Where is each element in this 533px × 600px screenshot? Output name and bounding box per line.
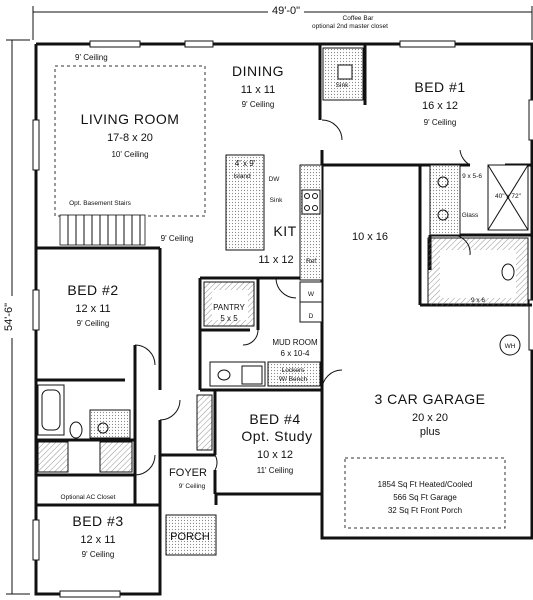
bed1-size: 16 x 12 — [422, 100, 458, 112]
bed2-ceiling: 9' Ceiling — [77, 319, 110, 328]
bed4-alt-name: Opt. Study — [241, 428, 312, 444]
depth-dimension: 54'-6" — [3, 39, 30, 595]
shower-size: 40" x 72" — [495, 193, 522, 200]
garage-name: 3 CAR GARAGE — [374, 391, 485, 407]
coffee-bar-counter — [322, 47, 364, 101]
kit-name: KIT — [273, 223, 296, 239]
porch-name: PORCH — [170, 531, 210, 543]
bed2-name: BED #2 — [67, 282, 118, 298]
kit-size: 11 x 12 — [258, 254, 293, 266]
foyer-ceiling: 9' Ceiling — [179, 483, 206, 490]
stat-porch: 32 Sq Ft Front Porch — [388, 506, 462, 515]
bed4-ceiling: 11' Ceiling — [257, 466, 294, 475]
bench-label: W/ Bench — [279, 376, 308, 383]
hall-vanity — [89, 409, 131, 439]
master-closet-size: 9 x 6 — [471, 297, 485, 304]
range — [301, 189, 321, 215]
porch-area — [165, 514, 217, 556]
master-bath-size: 9 x 5-6 — [462, 173, 482, 180]
living-room-ceiling: 10' Ceiling — [111, 150, 148, 159]
master-toilet-icon — [501, 263, 515, 281]
kitchen-island — [225, 154, 265, 251]
hall-linen-closet — [37, 441, 69, 473]
garage-size: 20 x 20 — [412, 412, 448, 424]
dining-ceiling: 9' Ceiling — [242, 100, 275, 109]
bed4-size: 10 x 12 — [257, 449, 293, 461]
stat-heated: 1854 Sq Ft Heated/Cooled — [378, 480, 473, 489]
wh-label: WH — [505, 343, 516, 350]
door-swings — [134, 119, 471, 476]
pantry-name: PANTRY — [213, 303, 245, 312]
opt-closet-label: optional 2nd master closet — [312, 23, 388, 30]
bed3-name: BED #3 — [72, 513, 123, 529]
lockers-bench — [267, 361, 321, 387]
sink-label: Sink — [270, 197, 283, 204]
pantry-size: 5 x 5 — [220, 314, 238, 323]
master-vanity — [429, 164, 461, 236]
island-label: Island — [233, 173, 251, 180]
island-size: 4' x 9' — [235, 159, 256, 168]
dining-name: DINING — [232, 63, 284, 79]
garage-extra: plus — [420, 426, 441, 438]
glass-label: Glass — [462, 212, 479, 219]
ac-closet — [99, 441, 133, 473]
bed1-name: BED #1 — [414, 79, 465, 95]
labels: Coffee Bar optional 2nd master closet 9'… — [61, 15, 522, 559]
foyer-name: FOYER — [169, 467, 207, 479]
living-room-name: LIVING ROOM — [81, 111, 180, 127]
living-room-size: 17-8 x 20 — [107, 132, 153, 144]
bed4-closet — [196, 394, 213, 451]
mud-room-name: MUD ROOM — [272, 338, 318, 347]
washer-label: W — [308, 291, 315, 298]
mud-room-sink-icon — [217, 369, 231, 381]
basement-stairs — [59, 214, 146, 246]
hall-toilet-icon — [69, 421, 83, 439]
bed3-ceiling: 9' Ceiling — [82, 550, 115, 559]
coffee-bar-label: Coffee Bar — [343, 15, 375, 22]
stats-box — [344, 457, 506, 529]
dining-size: 11 x 11 — [241, 84, 275, 96]
vanity-sink-icon — [437, 176, 449, 188]
bed1-ceiling: 9' Ceiling — [424, 118, 457, 127]
garage-space-size: 10 x 16 — [352, 231, 388, 243]
lockers-label: Lockers — [282, 367, 306, 374]
dw-label: DW — [269, 176, 281, 183]
kit-ceiling: 9' Ceiling — [161, 234, 194, 243]
ac-closet-label: Optional AC Closet — [61, 494, 116, 501]
windows — [32, 40, 533, 598]
width-label: 49'-0" — [272, 5, 300, 17]
ref-label: Ref — [306, 258, 316, 265]
bed4-name: BED #4 — [249, 411, 300, 427]
water-heater-icon — [499, 334, 521, 356]
basement-stairs-label: Opt. Basement Stairs — [69, 200, 132, 207]
dryer-label: D — [309, 313, 314, 320]
mud-room-toilet-icon — [241, 365, 263, 385]
depth-label: 54'-6" — [3, 303, 15, 331]
bed3-size: 12 x 11 — [80, 534, 115, 546]
stat-garage: 566 Sq Ft Garage — [393, 493, 457, 502]
coffee-bar-sink-icon — [337, 64, 353, 80]
mud-room-size: 6 x 10-4 — [281, 349, 310, 358]
width-dimension: 49'-0" — [32, 4, 533, 40]
coffee-sink-label: Sink — [336, 82, 349, 89]
bed2-size: 12 x 11 — [75, 303, 110, 315]
living-ceiling-top: 9' Ceiling — [75, 53, 108, 62]
